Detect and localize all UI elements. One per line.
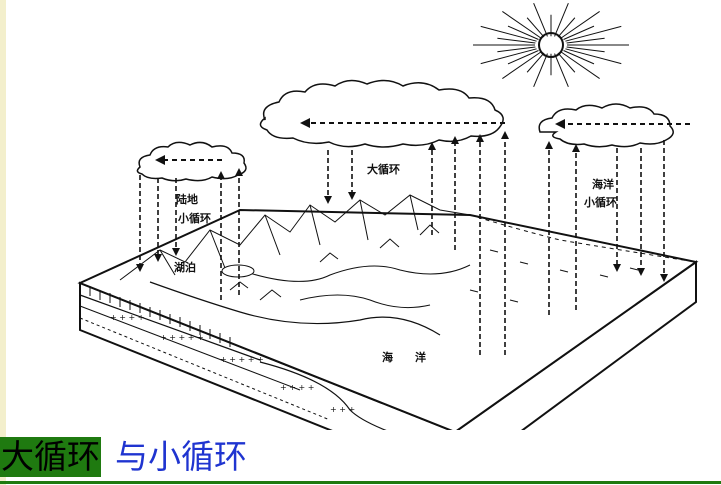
land-cloud bbox=[136, 141, 247, 182]
bottom-rule bbox=[0, 481, 721, 484]
svg-text:+ + + +: + + + + bbox=[110, 313, 144, 322]
left-accent-strip bbox=[0, 0, 6, 485]
sun-ray bbox=[507, 25, 539, 40]
evaporation-arrows bbox=[217, 131, 580, 355]
ocean-cloud bbox=[538, 103, 674, 148]
central-cloud bbox=[259, 79, 504, 148]
slide-caption: 大循环 与小循环 bbox=[0, 432, 247, 482]
sun-ray bbox=[480, 48, 537, 65]
caption-highlight: 大循环 bbox=[0, 437, 101, 477]
sun-ray bbox=[497, 46, 536, 53]
sun-ray bbox=[557, 17, 576, 38]
sun-ray bbox=[526, 52, 545, 73]
sun-ray bbox=[560, 51, 600, 79]
sun-ray bbox=[526, 17, 545, 38]
sun-ray bbox=[566, 37, 605, 44]
label-lake: 湖泊 bbox=[174, 260, 196, 274]
svg-text:+ + +: + + + bbox=[330, 405, 355, 414]
sun-ray bbox=[560, 11, 600, 39]
terrain-block: + + + + + + + + + + + + + + + + + + + + … bbox=[77, 208, 699, 430]
sun-ray bbox=[565, 25, 622, 42]
sun-ray bbox=[502, 51, 542, 79]
sun-ray bbox=[533, 2, 548, 37]
sun-ray bbox=[565, 48, 622, 65]
water-cycle-diagram: + + + + + + + + + + + + + + + + + + + + … bbox=[77, 2, 699, 430]
caption-rest: 与小循环 bbox=[115, 437, 247, 476]
sun-ray bbox=[563, 25, 595, 40]
sun-ray bbox=[554, 2, 569, 37]
label-land-cycle-line2: 小循环 bbox=[177, 211, 211, 225]
sun-ray bbox=[566, 46, 605, 53]
label-ocean-cycle-line2: 小循环 bbox=[583, 195, 617, 209]
svg-text:+ + + + +: + + + + + bbox=[220, 355, 264, 364]
sun-ray bbox=[480, 25, 537, 42]
sun-ray bbox=[557, 52, 576, 73]
sun-ray bbox=[554, 53, 569, 88]
sun-ray bbox=[563, 50, 595, 65]
svg-text:+ + + +: + + + + bbox=[280, 383, 314, 392]
label-ocean-cycle-line1: 海洋 bbox=[592, 177, 614, 191]
label-land-cycle-line1: 陆地 bbox=[176, 192, 198, 206]
label-big-cycle: 大循环 bbox=[367, 162, 400, 176]
svg-text:+ + + + +: + + + + + bbox=[160, 333, 204, 342]
sun-ray bbox=[507, 50, 539, 65]
sun-ray bbox=[497, 37, 536, 44]
sun-ray bbox=[533, 53, 548, 88]
precipitation-arrows bbox=[136, 140, 668, 282]
mountain-terrain bbox=[119, 194, 697, 336]
sun-icon bbox=[473, 2, 629, 88]
lake-shape bbox=[221, 264, 255, 278]
label-ocean: 海 洋 bbox=[382, 350, 426, 364]
sun-ray bbox=[502, 11, 542, 39]
